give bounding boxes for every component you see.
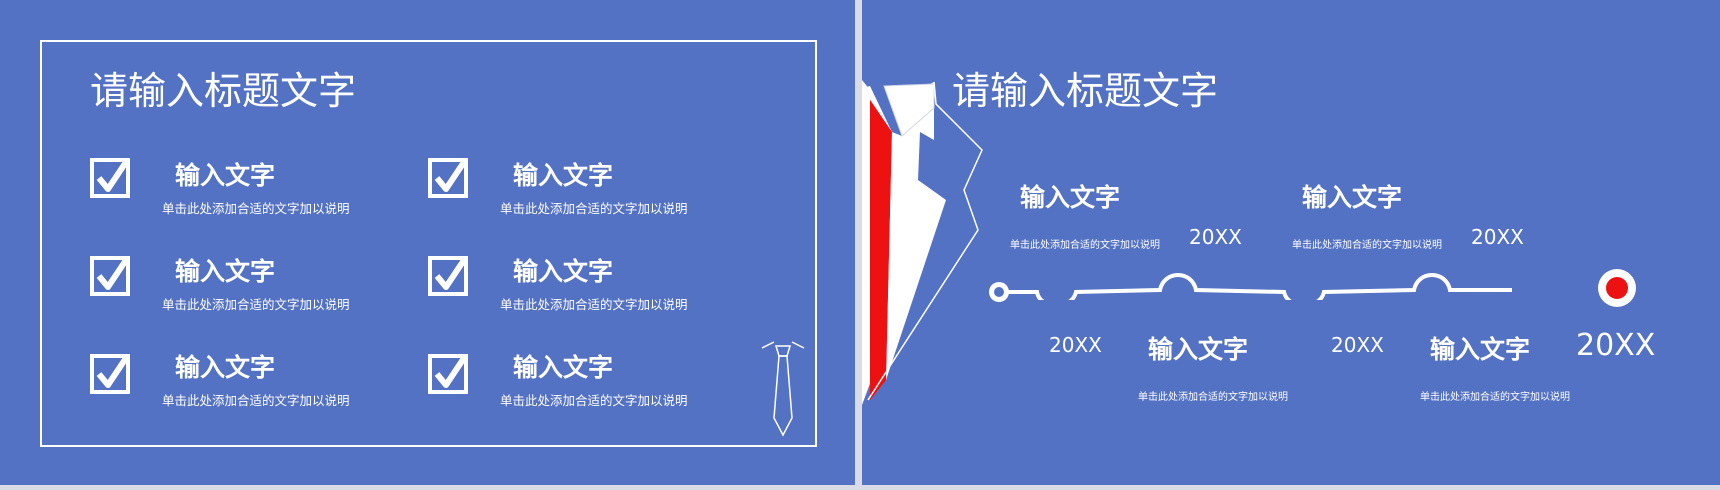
timeline-heading: 输入文字 — [1430, 335, 1531, 364]
timeline-description: 单击此处添加合适的文字加以说明 — [1420, 392, 1570, 403]
timeline-year: 20XX — [1471, 225, 1524, 249]
timeline-year: 20XX — [1049, 333, 1102, 357]
suit-jacket-icon — [862, 80, 983, 405]
item-description: 单击此处添加合适的文字加以说明 — [162, 201, 350, 216]
slide-title: 请输入标题文字 — [90, 69, 357, 113]
timeline-heading: 输入文字 — [1148, 335, 1249, 364]
timeline-line — [1004, 273, 1512, 300]
checkbox-icon — [90, 256, 130, 296]
slide-right: 请输入标题文字 输入文字 单击此处添加合适的文字加以说明 20XX 输入文字 单… — [862, 0, 1720, 485]
checkbox-icon — [90, 158, 130, 198]
item-heading: 输入文字 — [175, 257, 276, 286]
checkbox-icon — [90, 354, 130, 394]
slide-left: 请输入标题文字 输入文字 单击此处添加合适的文字加以说明 输入文字 单击此处添加… — [0, 0, 855, 485]
slide-title: 请输入标题文字 — [952, 69, 1219, 113]
timeline-heading: 输入文字 — [1020, 183, 1121, 212]
timeline-heading: 输入文字 — [1302, 183, 1403, 212]
timeline-year: 20XX — [1189, 225, 1242, 249]
timeline-description: 单击此处添加合适的文字加以说明 — [1138, 392, 1288, 403]
timeline-end-icon — [1598, 269, 1636, 307]
checkbox-icon — [428, 354, 468, 394]
timeline-start-icon — [989, 282, 1009, 302]
item-heading: 输入文字 — [513, 353, 614, 382]
checkbox-icon — [428, 158, 468, 198]
checkbox-icon — [428, 256, 468, 296]
timeline-year: 20XX — [1331, 333, 1384, 357]
necktie-icon — [761, 341, 805, 437]
item-heading: 输入文字 — [513, 257, 614, 286]
item-description: 单击此处添加合适的文字加以说明 — [500, 297, 688, 312]
item-heading: 输入文字 — [175, 353, 276, 382]
item-heading: 输入文字 — [513, 161, 614, 190]
item-heading: 输入文字 — [175, 161, 276, 190]
timeline-description: 单击此处添加合适的文字加以说明 — [1010, 240, 1160, 251]
item-description: 单击此处添加合适的文字加以说明 — [500, 201, 688, 216]
timeline-year-final: 20XX — [1576, 328, 1656, 363]
slide-frame — [40, 40, 817, 447]
item-description: 单击此处添加合适的文字加以说明 — [162, 297, 350, 312]
item-description: 单击此处添加合适的文字加以说明 — [162, 393, 350, 408]
item-description: 单击此处添加合适的文字加以说明 — [500, 393, 688, 408]
timeline-description: 单击此处添加合适的文字加以说明 — [1292, 240, 1442, 251]
